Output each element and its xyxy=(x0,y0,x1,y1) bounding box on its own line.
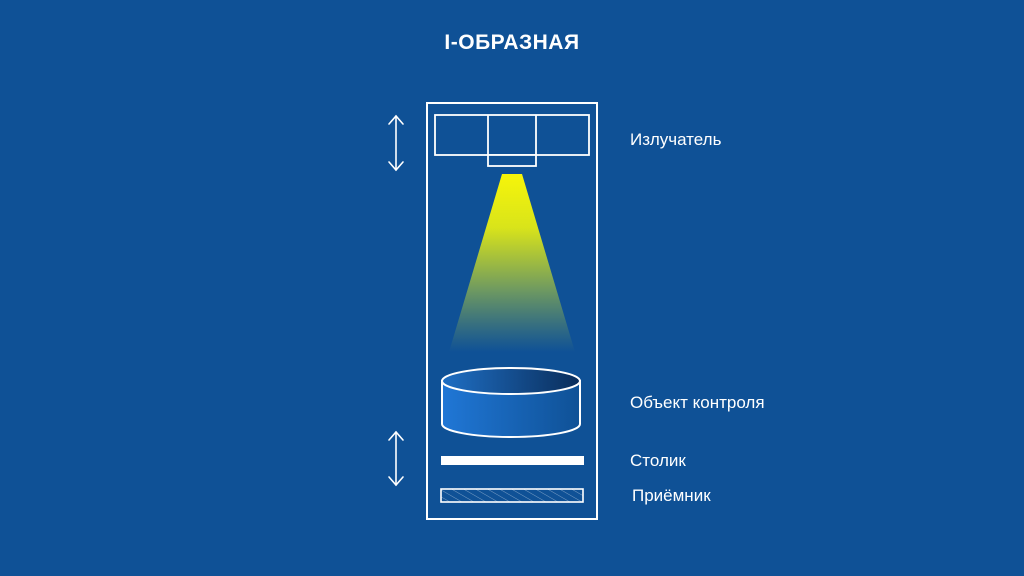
table-label: Столик xyxy=(630,451,686,470)
scanner-housing xyxy=(426,102,598,520)
emitter-label: Излучатель xyxy=(630,130,722,149)
page-title: I-ОБРАЗНАЯ xyxy=(444,31,580,54)
double-arrow-vertical-icon xyxy=(388,114,404,172)
emitter-block xyxy=(434,114,590,167)
double-arrow-vertical-icon xyxy=(388,430,404,487)
inspection-object xyxy=(441,367,581,438)
xray-beam xyxy=(449,174,575,352)
detector-label: Приёмник xyxy=(632,486,711,505)
object-label: Объект контроля xyxy=(630,393,765,412)
detector-plate xyxy=(440,488,584,503)
table-bar xyxy=(441,456,584,465)
